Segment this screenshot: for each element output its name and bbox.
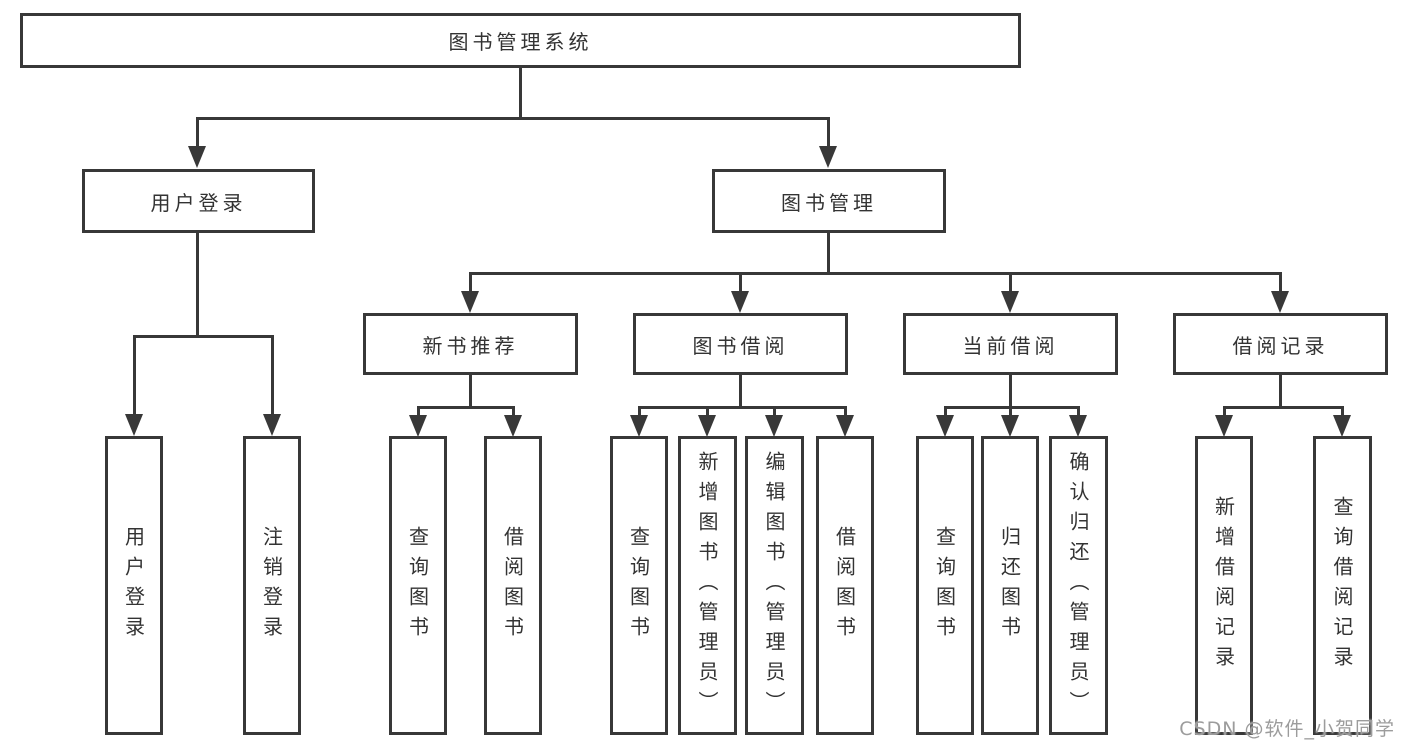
connector-arrow-shaft [739, 273, 742, 291]
arrowhead-down-icon [1333, 415, 1351, 437]
connector-arrow-shaft [417, 407, 420, 415]
arrowhead-down-icon [819, 146, 837, 168]
connector-arrow-shaft [773, 407, 776, 415]
arrowhead-down-icon [765, 415, 783, 437]
connector-arrow-shaft [1009, 407, 1012, 415]
connector-vertical-line [196, 233, 199, 336]
connector-arrow-shaft [196, 118, 199, 146]
arrowhead-down-icon [1001, 291, 1019, 313]
arrowhead-down-icon [698, 415, 716, 437]
connector-horizontal-line [417, 406, 515, 409]
leaf-query-books-current: 查询图书 [916, 436, 974, 735]
connector-vertical-line [1279, 375, 1282, 407]
node-new-book-recommend: 新书推荐 [363, 313, 578, 375]
leaf-add-borrow-record: 新增借阅记录 [1195, 436, 1253, 735]
connector-arrow-shaft [706, 407, 709, 415]
arrowhead-down-icon [836, 415, 854, 437]
connector-arrow-shaft [133, 336, 136, 414]
leaf-borrow-books-recommend: 借阅图书 [484, 436, 542, 735]
leaf-confirm-return-admin: 确认归还（管理员） [1049, 436, 1108, 735]
csdn-watermark: CSDN @软件_小贺同学 [1179, 718, 1395, 740]
arrowhead-down-icon [504, 415, 522, 437]
arrowhead-down-icon [1069, 415, 1087, 437]
connector-arrow-shaft [827, 118, 830, 146]
connector-arrow-shaft [512, 407, 515, 415]
arrowhead-down-icon [1001, 415, 1019, 437]
leaf-add-books-admin: 新增图书（管理员） [678, 436, 737, 735]
connector-arrow-shaft [1223, 407, 1226, 415]
connector-vertical-line [827, 233, 830, 274]
arrowhead-down-icon [125, 414, 143, 436]
arrowhead-down-icon [188, 146, 206, 168]
arrowhead-down-icon [731, 291, 749, 313]
node-borrow-records: 借阅记录 [1173, 313, 1388, 375]
connector-arrow-shaft [1077, 407, 1080, 415]
connector-horizontal-line [133, 335, 274, 338]
leaf-return-books: 归还图书 [981, 436, 1039, 735]
connector-horizontal-line [944, 406, 1080, 409]
connector-vertical-line [1009, 375, 1012, 407]
node-book-borrow: 图书借阅 [633, 313, 848, 375]
arrowhead-down-icon [409, 415, 427, 437]
connector-horizontal-line [1223, 406, 1344, 409]
arrowhead-down-icon [936, 415, 954, 437]
connector-horizontal-line [638, 406, 847, 409]
connector-arrow-shaft [1279, 273, 1282, 291]
arrowhead-down-icon [461, 291, 479, 313]
connector-vertical-line [469, 375, 472, 407]
leaf-user-login: 用户登录 [105, 436, 163, 735]
arrowhead-down-icon [263, 414, 281, 436]
connector-arrow-shaft [844, 407, 847, 415]
connector-arrow-shaft [1341, 407, 1344, 415]
node-book-management-branch: 图书管理 [712, 169, 946, 233]
node-current-borrow: 当前借阅 [903, 313, 1118, 375]
leaf-logout: 注销登录 [243, 436, 301, 735]
connector-vertical-line [519, 68, 522, 119]
connector-arrow-shaft [1009, 273, 1012, 291]
connector-arrow-shaft [271, 336, 274, 414]
leaf-query-books-borrow: 查询图书 [610, 436, 668, 735]
arrowhead-down-icon [1271, 291, 1289, 313]
connector-vertical-line [739, 375, 742, 407]
node-user-login-branch: 用户登录 [82, 169, 315, 233]
leaf-borrow-books: 借阅图书 [816, 436, 874, 735]
arrowhead-down-icon [630, 415, 648, 437]
connector-horizontal-line [196, 117, 830, 120]
node-root-library-system: 图书管理系统 [20, 13, 1021, 68]
arrowhead-down-icon [1215, 415, 1233, 437]
leaf-query-borrow-record: 查询借阅记录 [1313, 436, 1372, 735]
leaf-edit-books-admin: 编辑图书（管理员） [745, 436, 804, 735]
connector-arrow-shaft [944, 407, 947, 415]
connector-horizontal-line [469, 272, 1282, 275]
connector-arrow-shaft [638, 407, 641, 415]
leaf-query-books-recommend: 查询图书 [389, 436, 447, 735]
connector-arrow-shaft [469, 273, 472, 291]
